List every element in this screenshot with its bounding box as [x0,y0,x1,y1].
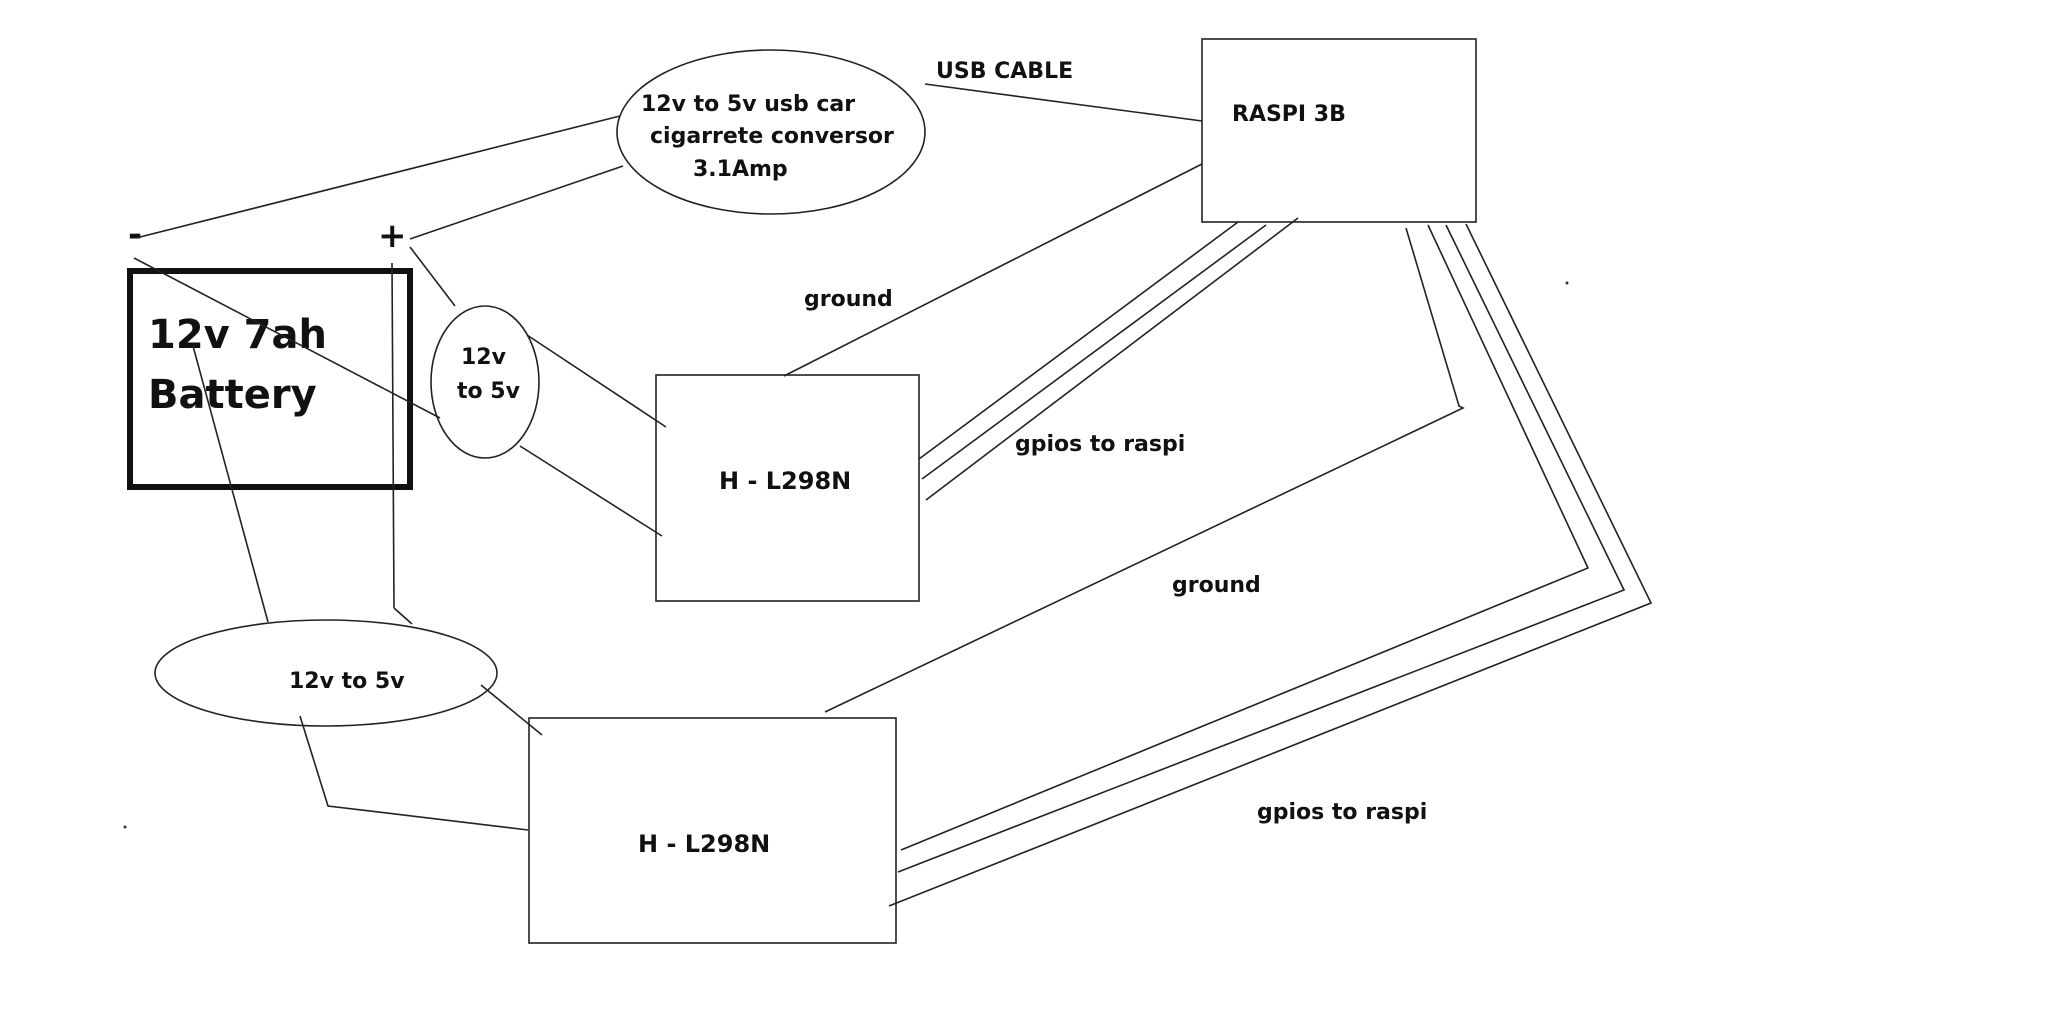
wires [133,83,1653,907]
wire-gpio-top-3 [925,217,1299,501]
wire-bottom-converter-to-hbridge-a [480,684,543,736]
wire-small-converter-to-hbridge-top-a [526,334,667,428]
gpios-label-top: gpios to raspi [1015,432,1185,457]
usb-car-converter [616,49,926,215]
battery-minus-terminal: - [128,215,142,255]
battery-plus-terminal: + [378,216,407,256]
ground-label-top: ground [804,287,893,312]
raspi-label: RASPI 3B [1232,102,1346,127]
usb-converter-label-line2: cigarrete conversor [650,124,894,149]
usb-converter-label-line1: 12v to 5v usb car [641,92,855,117]
converter-small [430,305,540,459]
battery-label-line2: Battery [148,372,317,418]
battery-label-line1: 12v 7ah [148,312,327,358]
raspi-box [1201,38,1477,223]
usb-converter-label-line3: 3.1Amp [693,157,788,182]
wire-gpio-bottom-3 [888,223,1653,907]
wire-plus-to-usb-converter [409,165,624,240]
converter-bottom [154,619,498,727]
wire-plus-to-bottom-converter [391,262,395,609]
ground-label-bottom: ground [1172,573,1261,598]
wire-gpio-top-2 [921,224,1267,480]
wire-plus-to-bottom-converter-tail [393,607,413,625]
stray-dot-left [123,825,127,829]
wire-gpio-bottom-1 [900,224,1590,851]
stray-dot-right [1565,281,1569,285]
converter-small-label-line2: to 5v [457,379,521,404]
wire-plus-to-small-converter [409,246,456,307]
wire-usb-cable [924,83,1203,122]
wire-small-converter-to-hbridge-top-b [519,445,663,537]
wire-gpio-bottom-2 [897,224,1626,873]
battery-box [127,268,413,490]
converter-small-label-line1: 12v [461,345,507,370]
hbridge-bottom-label: H - L298N [638,830,770,858]
hbridge-bottom-box [528,717,897,944]
hbridge-top-label: H - L298N [719,467,851,495]
wire-gpio-top-1 [918,221,1239,460]
wire-minus-to-usb-converter [135,115,621,239]
gpios-label-bottom: gpios to raspi [1257,800,1427,825]
usb-cable-label: USB CABLE [936,59,1073,84]
wire-ground-raspi-to-hbridge-bottom [824,227,1465,713]
wire-ground-raspi-to-hbridge-top [783,163,1203,377]
wire-minus-to-small-converter [133,257,441,419]
wire-minus-to-bottom-converter [192,345,269,623]
converter-bottom-label: 12v to 5v [289,669,405,694]
wire-bottom-converter-to-hbridge-b [299,715,529,831]
